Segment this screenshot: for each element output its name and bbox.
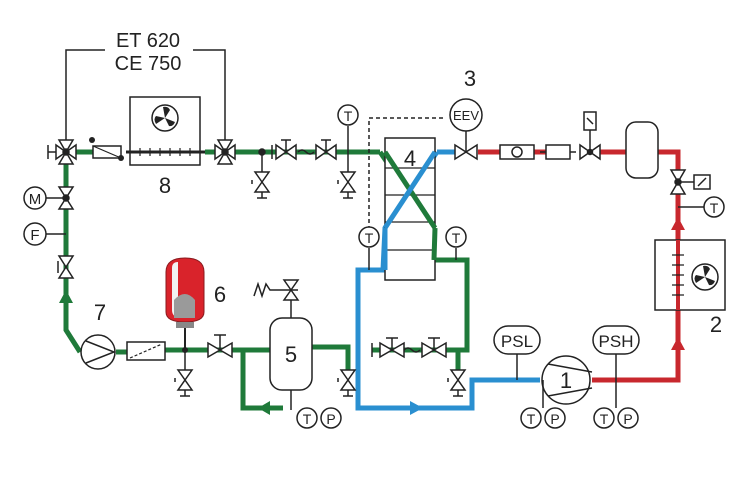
label-5: 5 <box>285 342 297 367</box>
drain-valve-6 <box>174 350 194 397</box>
eev-signal-line <box>368 117 445 230</box>
suction-t: T <box>527 411 536 427</box>
pump-7 <box>80 334 117 370</box>
psh-label: PSH <box>599 332 634 351</box>
temp-sensor-hx-right <box>445 226 467 260</box>
filter-drier-top <box>89 137 124 161</box>
heat-exchanger <box>382 137 438 281</box>
psl-gauge <box>493 325 541 380</box>
suction-tp <box>520 380 566 429</box>
controller-label-1: ET 620 <box>116 30 180 52</box>
sight-glass <box>499 144 535 160</box>
solenoid-valve <box>579 111 601 161</box>
drain-valve-5 <box>337 369 357 397</box>
receiver-5 <box>253 279 313 410</box>
suction-p: P <box>550 411 559 427</box>
expansion-vessel-6 <box>165 257 205 353</box>
label-8: 8 <box>159 173 171 198</box>
manual-valve-left <box>57 255 75 279</box>
eev-label: EEV <box>453 108 479 123</box>
temp-sensor-hx-right-letter: T <box>452 230 461 246</box>
controller-label-2: CE 750 <box>115 53 182 75</box>
flow-arrow-left <box>258 401 270 415</box>
temp-sensor-hx-left <box>358 226 380 270</box>
drain-valve-top-left <box>251 152 271 199</box>
three-way-valve-left <box>47 139 77 165</box>
temp-sensor-top <box>337 104 359 152</box>
three-way-valve-right <box>214 139 236 165</box>
temp-sensor-top-letter: T <box>344 108 353 124</box>
flow-arrow-up-red <box>671 337 685 350</box>
receiver-tp <box>296 407 342 429</box>
motor-sensor-circle <box>23 186 47 210</box>
label-3: 3 <box>464 66 476 91</box>
compressor-1 <box>541 355 593 405</box>
receiver-t: T <box>303 411 312 427</box>
eev-valve-3 <box>449 98 483 161</box>
temp-sensor-hx-left-letter: T <box>365 230 374 246</box>
discharge-tp <box>593 380 639 429</box>
motor-letter: M <box>29 191 42 208</box>
receiver-p: P <box>326 411 335 427</box>
temp-sensor-right-letter: T <box>710 200 719 216</box>
label-1: 1 <box>560 368 572 393</box>
psl-label: PSL <box>501 332 533 351</box>
flow-letter: F <box>30 227 39 244</box>
right-valve <box>669 169 711 195</box>
bottom-valve-pair <box>371 337 447 359</box>
filter-red <box>540 144 576 160</box>
ball-valve-5-in <box>207 334 233 359</box>
label-6: 6 <box>214 282 226 307</box>
fan-coil-8 <box>126 96 205 166</box>
drain-valve-bottom <box>447 369 467 397</box>
label-4: 4 <box>404 146 416 171</box>
strainer <box>126 341 166 361</box>
flow-arrow-right <box>410 401 423 415</box>
controller-wiring <box>65 49 226 140</box>
flow-arrow-up-red-2 <box>671 217 685 230</box>
receiver-top-right <box>625 121 659 179</box>
gas-cooler-2 <box>654 239 726 311</box>
discharge-t: T <box>600 411 609 427</box>
flow-sensor-circle <box>23 222 47 246</box>
temp-sensor-right <box>678 196 725 218</box>
label-2: 2 <box>710 312 722 337</box>
discharge-p: P <box>623 411 632 427</box>
psh-gauge <box>592 325 640 380</box>
label-7: 7 <box>94 300 106 325</box>
motor-valve <box>46 186 75 210</box>
flow-arrow-up <box>59 290 73 303</box>
top-valve-pair <box>258 139 337 161</box>
drain-valve-top-right <box>337 152 357 199</box>
